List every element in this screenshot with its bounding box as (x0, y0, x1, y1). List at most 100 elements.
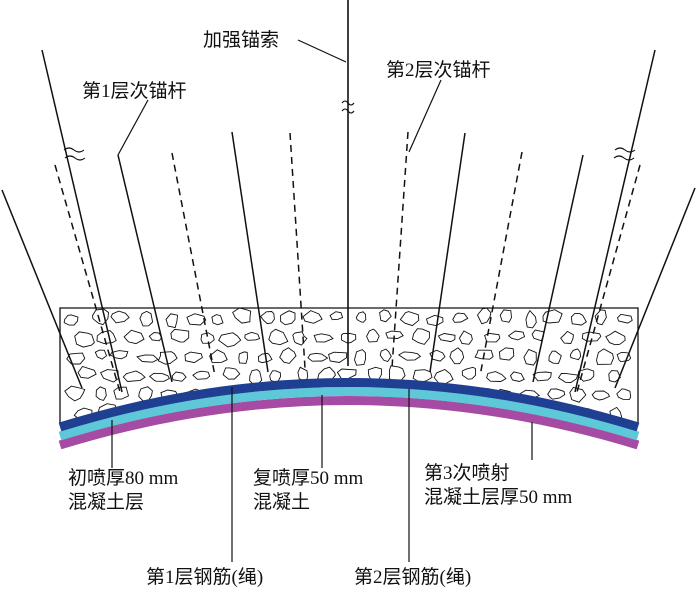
rock-fragment (569, 386, 587, 403)
rock-fragment (591, 390, 611, 401)
rock-fragment (259, 311, 275, 325)
long-bolt-right (574, 49, 656, 393)
bolt-3 (231, 131, 269, 373)
rock-fragment (525, 309, 537, 329)
rock-fragment (280, 310, 296, 326)
rock-fragment (222, 367, 241, 380)
rock-fragment (329, 311, 344, 321)
reinforcing-cable (341, 0, 355, 366)
rock-fragment (397, 351, 422, 361)
rock-fragment (498, 347, 515, 361)
label-second-layer-rebar: 第2层钢筋(绳) (354, 567, 472, 588)
rock-fragment (437, 333, 456, 343)
rock-fragment (366, 328, 380, 343)
label-third-spray: 第3次喷射 混凝土层厚50 mm (424, 462, 572, 510)
label-third-spray-line2: 混凝土层厚50 mm (424, 486, 573, 508)
rock-fragment (232, 308, 252, 324)
initial-spray-layer (58, 378, 640, 432)
rock-fragment (279, 347, 297, 364)
rock-fragment (94, 349, 108, 360)
rock-fragment (560, 330, 574, 344)
rock-fragment (211, 314, 224, 326)
rock-fragment (581, 331, 602, 342)
rock-fragment (186, 313, 207, 326)
rock-fragment (509, 371, 525, 382)
rock-fragment (244, 331, 261, 341)
rock-fragment (165, 313, 179, 329)
rock-fragment (474, 349, 494, 360)
bolt-2 (117, 154, 173, 383)
rock-fragment (355, 311, 367, 323)
rock-fragment (64, 385, 86, 402)
rock-fragment (608, 370, 621, 383)
second-layer-bolts (54, 131, 641, 393)
rock-fragment (307, 352, 329, 362)
leader-bolt-layer1 (117, 99, 149, 156)
rock-fragment (391, 406, 403, 420)
bolt-6 (614, 187, 696, 389)
rock-fragment (461, 366, 477, 380)
label-second-spray-line2: 混凝土 (253, 491, 311, 513)
rock-fragment (63, 314, 79, 326)
rock-fragment (523, 348, 537, 366)
rock-fragment (341, 408, 355, 418)
label-second-spray: 复喷厚50 mm 混凝土 (253, 467, 363, 515)
rock-fragment (302, 310, 323, 324)
label-first-layer-bolt: 第1层次锚杆 (82, 81, 187, 102)
rock-fragment (557, 372, 579, 383)
rock-fragment (96, 330, 117, 344)
rock-fragment (570, 313, 587, 326)
long-bolts (41, 49, 656, 393)
rock-fragment (109, 350, 129, 360)
rock-fragment (122, 370, 146, 382)
rock-fragment (548, 350, 562, 364)
label-second-layer-bolt: 第2层次锚杆 (386, 60, 491, 81)
rock-fragment (452, 312, 469, 323)
rock-fragment (313, 333, 334, 343)
second-spray-layer (58, 387, 640, 441)
rock-fragment (411, 328, 430, 345)
rock-fragment (77, 365, 97, 379)
rock-fragment (616, 388, 632, 400)
rock-fragment (542, 309, 563, 324)
break-mark-right (613, 147, 636, 161)
rock-fragment (315, 408, 333, 423)
rock-fragment (507, 330, 526, 341)
rock-fragment (148, 372, 171, 382)
bolt-4 (429, 132, 466, 373)
label-initial-spray-line2: 混凝土层 (68, 491, 145, 513)
rock-fragment (605, 330, 626, 346)
rock-fragment (379, 348, 392, 363)
rock-fragment (476, 308, 492, 325)
third-spray-layer (58, 396, 640, 450)
rock-fragment (368, 403, 381, 420)
rock-fragment (292, 331, 308, 346)
leader-bolt-layer2 (408, 79, 442, 153)
rock-fragment (616, 313, 633, 324)
rock-fragment (399, 311, 420, 327)
rock-fragment (139, 310, 154, 327)
shotcrete-layers (58, 378, 640, 450)
rock-fragment (184, 351, 203, 364)
label-third-spray-line1: 第3次喷射 (424, 463, 510, 484)
rock-fragment (340, 332, 357, 344)
rock-fragment (569, 348, 582, 361)
first-layer-bolts (1, 131, 696, 389)
rock-fragment (192, 370, 211, 380)
rock-fragment (113, 386, 130, 400)
rock-fragment (74, 331, 95, 348)
rock-fragment (148, 332, 163, 342)
rock-fragment (547, 388, 566, 400)
break-mark-left (63, 147, 86, 161)
rock-fragment (99, 369, 119, 383)
dashed-bolt-4 (391, 131, 409, 369)
rock-fragment (110, 310, 130, 324)
dashed-bolt-1 (54, 164, 121, 393)
rock-fragment (486, 371, 507, 382)
rock-fragment (594, 309, 607, 326)
leader-lines (111, 39, 533, 562)
rock-fragment (379, 309, 392, 323)
label-second-spray-line1: 复喷厚50 mm (253, 468, 364, 489)
rock-fragment (596, 348, 614, 365)
